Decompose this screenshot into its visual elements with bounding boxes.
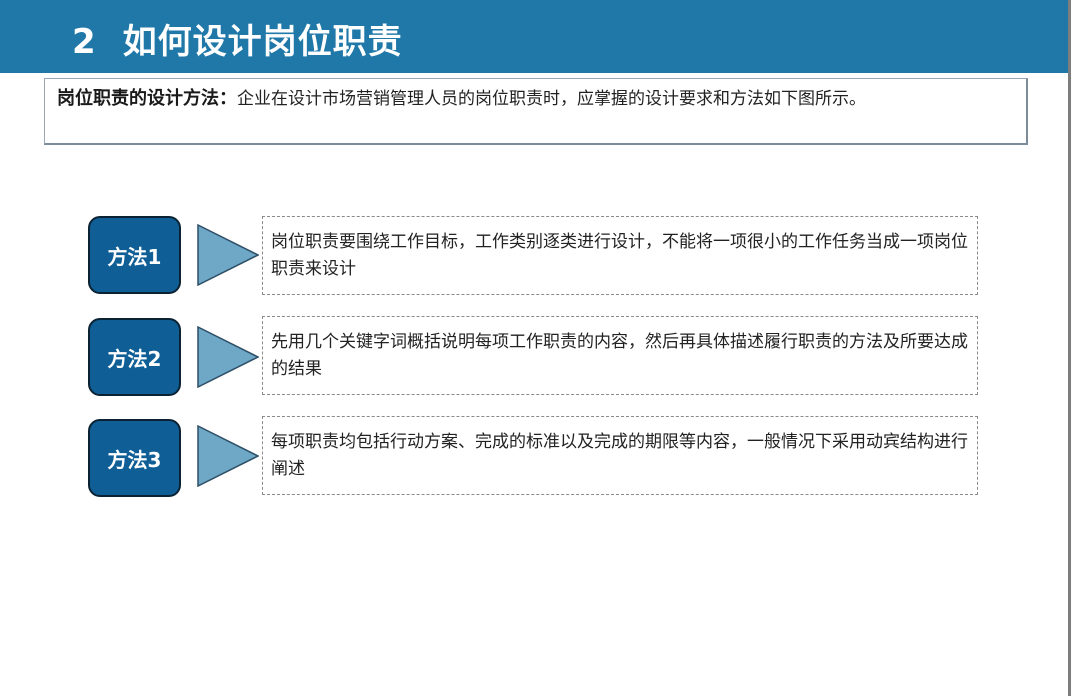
triangle-arrow-icon: [197, 326, 259, 388]
triangle-arrow-icon: [197, 224, 259, 286]
method-2-description-box: 先用几个关键字词概括说明每项工作职责的内容，然后再具体描述履行职责的方法及所要达…: [262, 316, 978, 395]
method-3-description: 每项职责均包括行动方案、完成的标准以及完成的期限等内容，一般情况下采用动宾结构进…: [271, 432, 968, 479]
slide-header: 2 如何设计岗位职责: [0, 0, 1068, 73]
method-3-description-box: 每项职责均包括行动方案、完成的标准以及完成的期限等内容，一般情况下采用动宾结构进…: [262, 416, 978, 495]
slide-right-edge: [1068, 0, 1071, 696]
method-2-box: 方法2: [88, 318, 181, 396]
triangle-arrow-icon: [197, 425, 259, 487]
method-3-label: 方法3: [107, 447, 162, 472]
intro-text: 企业在设计市场营销管理人员的岗位职责时，应掌握的设计要求和方法如下图所示。: [237, 89, 866, 109]
method-1-box: 方法1: [88, 216, 181, 294]
method-2-description: 先用几个关键字词概括说明每项工作职责的内容，然后再具体描述履行职责的方法及所要达…: [271, 332, 968, 379]
method-2-label: 方法2: [107, 346, 162, 371]
method-1-label: 方法1: [107, 244, 162, 269]
section-number: 2: [72, 22, 97, 62]
intro-box: 岗位职责的设计方法：企业在设计市场营销管理人员的岗位职责时，应掌握的设计要求和方…: [44, 78, 1028, 145]
intro-lead: 岗位职责的设计方法：: [57, 88, 237, 109]
method-3-box: 方法3: [88, 419, 181, 497]
section-title: 如何设计岗位职责: [122, 22, 403, 62]
page-title: 2 如何设计岗位职责: [72, 14, 403, 63]
method-1-description-box: 岗位职责要围绕工作目标，工作类别逐类进行设计，不能将一项很小的工作任务当成一项岗…: [262, 216, 978, 295]
method-1-description: 岗位职责要围绕工作目标，工作类别逐类进行设计，不能将一项很小的工作任务当成一项岗…: [271, 232, 968, 279]
